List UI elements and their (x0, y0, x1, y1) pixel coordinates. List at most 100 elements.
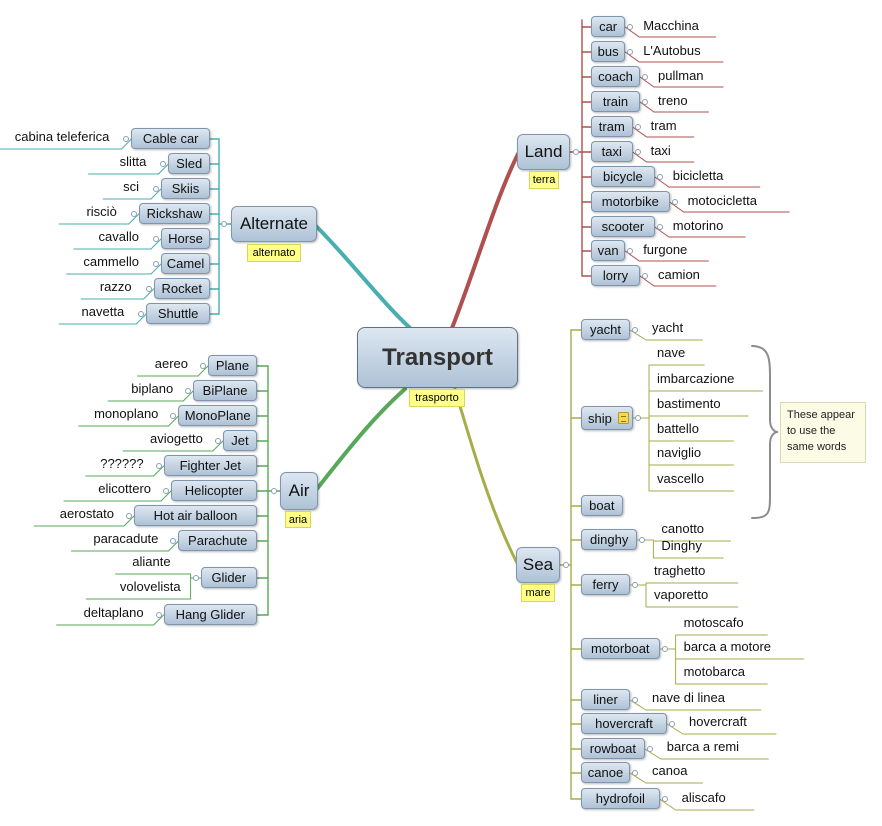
land-node-train[interactable]: train (591, 91, 640, 112)
sea-node-hydrofoil-marker[interactable] (661, 796, 668, 802)
alternate-node-rickshaw-marker[interactable] (130, 211, 137, 217)
alternate-node-cable-car[interactable]: Cable car (131, 128, 210, 149)
alternate-node-camel-marker[interactable] (153, 261, 159, 267)
alternate-node-shuttle[interactable]: Shuttle (146, 303, 210, 324)
air-node-hang-glider-marker[interactable] (155, 612, 162, 618)
air-node-jet[interactable]: Jet (222, 430, 257, 451)
sea-node-liner[interactable]: liner (581, 689, 630, 710)
sea-node-canoe[interactable]: canoe (581, 762, 630, 783)
sea-node-ship[interactable]: ship (581, 406, 633, 430)
alternate-node-sled[interactable]: Sled (168, 153, 210, 174)
land-node-van[interactable]: van (591, 240, 626, 261)
alternate-node-camel[interactable]: Camel (161, 253, 210, 274)
land-node-bicycle-marker[interactable] (656, 174, 663, 180)
sea-text-ship-1: imbarcazione (657, 371, 735, 386)
land-node-bus[interactable]: bus (591, 41, 626, 62)
air-node-biplane[interactable]: BiPlane (193, 380, 257, 401)
air-node-fighter-jet[interactable]: Fighter Jet (163, 455, 257, 476)
alternate-text-sled: slitta (119, 154, 147, 169)
alternate-node-sled-marker[interactable] (160, 161, 167, 167)
air-node-helicopter-marker[interactable] (163, 488, 169, 494)
land-node-tram-marker[interactable] (634, 124, 641, 130)
alternate-collapse-marker[interactable] (221, 221, 227, 227)
air-node-parachute[interactable]: Parachute (178, 530, 257, 551)
sea-node-rowboat-marker[interactable] (646, 746, 653, 752)
land-node-scooter-marker[interactable] (656, 224, 663, 230)
central-topic[interactable]: Transport (357, 327, 518, 388)
sea-node-liner-marker[interactable] (632, 697, 638, 703)
sea-node-motorboat[interactable]: motorboat (581, 638, 660, 659)
air-node-fighter-jet-marker[interactable] (155, 463, 162, 469)
alternate-node-rickshaw[interactable]: Rickshaw (138, 203, 210, 224)
alternate-node-skiis[interactable]: Skiis (161, 178, 210, 199)
sea-node-ferry-marker[interactable] (632, 582, 638, 588)
air-node-jet-marker[interactable] (214, 438, 221, 444)
air-text-biplane: biplano (131, 381, 174, 396)
air-text-glider-1: volovelista (119, 579, 181, 594)
land-node-motorbike-marker[interactable] (671, 199, 678, 205)
air-node-parachute-marker[interactable] (170, 538, 177, 544)
sea-text-yacht-0: yacht (652, 320, 684, 335)
sea-node-ship-marker[interactable] (635, 415, 641, 421)
sea-node-canoe-marker[interactable] (632, 770, 638, 776)
land-topic[interactable]: Land (517, 134, 570, 170)
alternate-node-horse-marker[interactable] (153, 236, 159, 242)
air-node-plane-marker[interactable] (200, 363, 206, 369)
alternate-node-shuttle-marker[interactable] (138, 311, 145, 317)
air-node-glider-marker[interactable] (192, 575, 199, 581)
sea-node-yacht[interactable]: yacht (581, 319, 630, 340)
alternate-node-rocket[interactable]: Rocket (153, 278, 210, 299)
sea-node-boat[interactable]: boat (581, 495, 623, 516)
land-collapse-marker[interactable] (573, 149, 579, 155)
land-node-scooter[interactable]: scooter (591, 216, 655, 237)
sea-node-motorboat-marker[interactable] (661, 646, 668, 652)
sea-node-ferry[interactable]: ferry (581, 574, 630, 595)
land-node-coach-marker[interactable] (642, 74, 648, 80)
air-node-plane[interactable]: Plane (208, 355, 257, 376)
land-node-bicycle[interactable]: bicycle (591, 166, 655, 187)
land-node-car[interactable]: car (591, 16, 626, 37)
sea-text-hydrofoil-0: aliscafo (681, 790, 726, 805)
land-node-lorry[interactable]: lorry (591, 265, 640, 286)
air-node-hot-air-balloon-marker[interactable] (126, 513, 132, 519)
sea-node-dinghy-marker[interactable] (639, 537, 646, 543)
land-node-taxi-marker[interactable] (634, 149, 641, 155)
alternate-node-skiis-marker[interactable] (153, 186, 159, 192)
branch-alternate (314, 224, 412, 330)
land-node-motorbike[interactable]: motorbike (591, 191, 670, 212)
sea-node-hovercraft-marker[interactable] (669, 721, 675, 727)
sea-node-hydrofoil[interactable]: hydrofoil (581, 788, 660, 809)
note-icon[interactable] (618, 412, 629, 424)
sea-node-hovercraft[interactable]: hovercraft (581, 713, 667, 734)
sea-node-dinghy[interactable]: dinghy (581, 529, 638, 550)
land-node-bus-marker[interactable] (627, 49, 634, 55)
air-node-monoplane-marker[interactable] (170, 413, 177, 419)
land-node-lorry-marker[interactable] (642, 273, 648, 279)
air-node-glider[interactable]: Glider (200, 567, 257, 588)
alternate-topic[interactable]: Alternate (231, 206, 317, 242)
air-topic[interactable]: Air (280, 472, 318, 510)
land-node-taxi[interactable]: taxi (591, 141, 633, 162)
land-node-van-marker[interactable] (627, 248, 634, 254)
alternate-node-rocket-marker[interactable] (145, 286, 152, 292)
land-node-car-marker[interactable] (627, 24, 634, 30)
air-text-monoplane: monoplano (94, 406, 159, 421)
sea-node-rowboat[interactable]: rowboat (581, 738, 645, 759)
sea-collapse-marker[interactable] (563, 562, 569, 568)
air-node-monoplane[interactable]: MonoPlane (178, 405, 257, 426)
air-text-jet: aviogetto (150, 431, 203, 446)
alternate-node-horse[interactable]: Horse (161, 228, 210, 249)
land-node-coach[interactable]: coach (591, 66, 640, 87)
air-node-biplane-marker[interactable] (185, 388, 192, 394)
air-node-hot-air-balloon[interactable]: Hot air balloon (134, 505, 257, 526)
sea-text-canoe-0: canoa (652, 763, 688, 778)
air-collapse-marker[interactable] (271, 488, 277, 494)
alternate-node-cable-car-marker[interactable] (123, 136, 130, 142)
sea-topic[interactable]: Sea (516, 547, 560, 583)
branch-sea (453, 387, 519, 565)
air-node-helicopter[interactable]: Helicopter (171, 480, 257, 501)
air-node-hang-glider[interactable]: Hang Glider (163, 604, 257, 625)
land-node-train-marker[interactable] (642, 99, 648, 105)
land-node-tram[interactable]: tram (591, 116, 633, 137)
sea-node-yacht-marker[interactable] (632, 327, 638, 333)
